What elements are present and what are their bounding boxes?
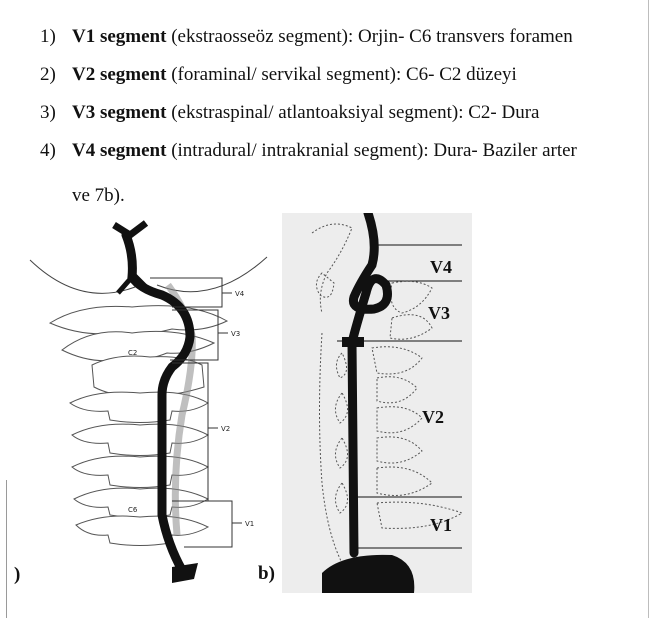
segment-description: (intradural/ intrakranial segment): Dura… xyxy=(166,140,576,161)
artery-junction xyxy=(342,337,364,347)
segment-name: V1 segment xyxy=(72,26,166,47)
panel-b-label: b) xyxy=(258,563,275,585)
continuation-text: ve 7b). xyxy=(72,177,125,215)
segment-number: 3) xyxy=(40,94,72,132)
segment-item-v3: 3)V3 segment (ekstraspinal/ atlantoaksiy… xyxy=(40,94,640,132)
figure-b-illustration: V4 V3 V2 V1 xyxy=(282,213,472,593)
label-v4: V4 xyxy=(235,290,245,298)
segment-name: V2 segment xyxy=(72,64,166,85)
label-v3: V3 xyxy=(231,330,240,338)
artery-bifurcation xyxy=(114,223,146,235)
segment-description: (foraminal/ servikal segment): C6- C2 dü… xyxy=(166,64,516,85)
segment-number: 2) xyxy=(40,56,72,94)
label-c6: C6 xyxy=(128,506,138,514)
label-v4: V4 xyxy=(430,257,452,277)
label-v2: V2 xyxy=(422,407,444,427)
label-v1: V1 xyxy=(245,520,254,528)
segment-number: 4) xyxy=(40,132,72,170)
segment-number: 1) xyxy=(40,18,72,56)
segment-description: (ekstraspinal/ atlantoaksiyal segment): … xyxy=(166,102,539,123)
segment-name: V3 segment xyxy=(72,102,166,123)
segment-item-v1: 1)V1 segment (ekstraosseöz segment): Orj… xyxy=(40,18,640,56)
segment-description: (ekstraosseöz segment): Orjin- C6 transv… xyxy=(166,26,572,47)
vertebra-stack xyxy=(50,306,227,546)
panel-a-label: ) xyxy=(14,564,20,586)
label-v2: V2 xyxy=(221,425,230,433)
segment-name: V4 segment xyxy=(72,140,166,161)
segment-item-v2: 2)V2 segment (foraminal/ servikal segmen… xyxy=(40,56,640,94)
label-v3: V3 xyxy=(428,303,450,323)
segment-list: 1)V1 segment (ekstraosseöz segment): Orj… xyxy=(40,18,640,170)
skull-base-line xyxy=(157,257,267,292)
label-v1: V1 xyxy=(430,515,452,535)
label-c2: C2 xyxy=(128,349,137,357)
left-margin-rule xyxy=(6,480,7,618)
segment-item-v4: 4)V4 segment (intradural/ intrakranial s… xyxy=(40,132,640,170)
figure-a-illustration: V4 V3 V2 V1 C2 C6 xyxy=(22,215,284,590)
